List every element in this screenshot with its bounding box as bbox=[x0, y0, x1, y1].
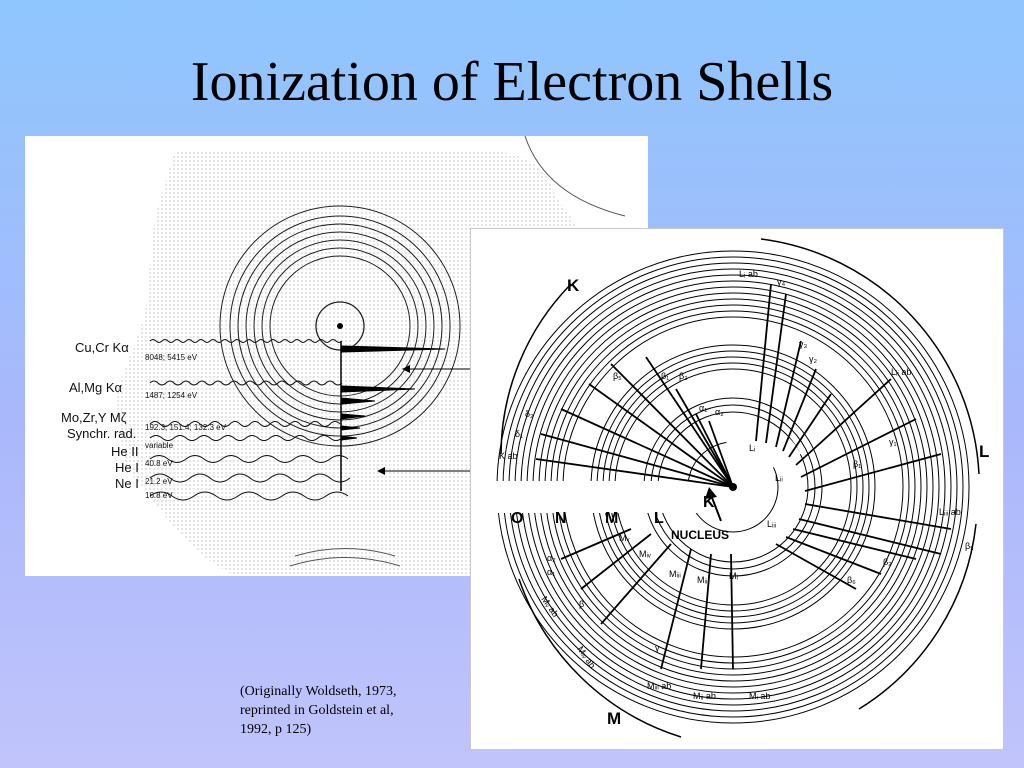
spectrum-peaks bbox=[340, 345, 446, 441]
source-label-synchrotron: Synchr. rad. bbox=[67, 426, 136, 441]
arrow-head-2 bbox=[377, 467, 385, 475]
k-line-delta2: δ₂ bbox=[525, 409, 534, 419]
lattice-arc-bottom bbox=[294, 548, 396, 557]
l-line-beta6: β₆ bbox=[847, 575, 856, 585]
nucleus-dot bbox=[337, 323, 343, 329]
inner-label-miii: Mᵢᵢᵢ bbox=[669, 569, 681, 579]
l-line-lii-ab: Lᵢᵢ ab bbox=[891, 367, 911, 377]
source-energy-mo-zr-y: 192.3; 151.4; 132.3 eV bbox=[145, 423, 227, 432]
m-line-mi-ab: Mᵢ ab bbox=[749, 691, 770, 701]
inner-cutout bbox=[723, 417, 801, 487]
subshell-gap bbox=[493, 481, 723, 513]
inner-label-mi: Mᵢ bbox=[729, 571, 738, 581]
m-line-alpha2: α₂ bbox=[547, 553, 556, 563]
source-label-he-ii: He II bbox=[111, 444, 138, 459]
k-line-beta3: β₃ bbox=[679, 371, 688, 381]
source-energy-synchrotron: variable bbox=[145, 441, 174, 450]
source-energy-he-ii: 40.8 eV bbox=[145, 459, 173, 468]
inner-label-lii: Lᵢᵢ bbox=[775, 473, 783, 483]
source-energy-cu-cr: 8048; 5415 eV bbox=[145, 353, 198, 362]
inner-label-li: Lᵢ bbox=[749, 443, 755, 453]
lattice-arc-top-right bbox=[524, 136, 626, 217]
shell-diagram: K L M O N M L K NUCLEUS Mᵥ Mᵢᵥ Mᵢᵢᵢ Mᵢᵢ … bbox=[493, 238, 989, 738]
m-line-beta: β bbox=[579, 599, 584, 609]
shell-brackets bbox=[500, 238, 980, 738]
l-line-li-ab: Lᵢ ab bbox=[739, 269, 758, 279]
subshell-label-m: M bbox=[605, 510, 618, 527]
lattice-arc-bottom-2 bbox=[289, 557, 401, 567]
shell-label-m: M bbox=[607, 709, 621, 728]
m-line-gamma: γ bbox=[655, 643, 660, 653]
inner-label-mv: Mᵥ bbox=[619, 533, 629, 543]
subshell-label-n: N bbox=[555, 510, 567, 527]
shell-label-k: K bbox=[567, 276, 580, 295]
m-line-alpha1: α₁ bbox=[547, 567, 555, 577]
nucleus-arrow-head bbox=[705, 487, 717, 499]
nucleus-arrow bbox=[710, 494, 722, 522]
l-line-gamma2: γ₂ bbox=[809, 354, 818, 364]
source-label-ne-i: Ne I bbox=[115, 476, 139, 491]
k-line-alpha1: α₁ bbox=[699, 403, 707, 413]
k-line-delta1: δ₁ bbox=[515, 429, 523, 439]
citation-caption: (Originally Woldseth, 1973, reprinted in… bbox=[240, 682, 460, 739]
source-label-mo-zr-y: Mo,Zr,Y Mζ bbox=[61, 410, 127, 425]
l-line-beta5: β₅ bbox=[965, 541, 974, 551]
k-line-beta5: β₅ bbox=[613, 371, 622, 381]
source-energy-ne-i: 16.8 eV bbox=[145, 491, 173, 500]
source-label-al-mg: Al,Mg Kα bbox=[69, 380, 123, 395]
arrow-head-1 bbox=[402, 365, 410, 373]
k-line-beta1: β₁ bbox=[661, 371, 669, 381]
inner-label-miv: Mᵢᵥ bbox=[639, 549, 651, 559]
caption-line-2: reprinted in Goldstein et al, bbox=[240, 703, 394, 718]
source-label-cu-cr: Cu,Cr Kα bbox=[75, 340, 129, 355]
atom-rings bbox=[219, 205, 461, 447]
l-line-gamma1: γ₁ bbox=[889, 437, 897, 447]
k-line-alpha2: α₂ bbox=[715, 407, 724, 417]
l-line-liii-ab: Lᵢᵢᵢ ab bbox=[939, 507, 961, 517]
nucleus-label: NUCLEUS bbox=[671, 528, 729, 542]
caption-line-1: (Originally Woldseth, 1973, bbox=[240, 684, 397, 699]
l-line-gamma3: γ₃ bbox=[799, 339, 808, 349]
nucleus-point bbox=[729, 483, 737, 491]
m-line-miii-ab: Mᵢᵢᵢ ab bbox=[647, 681, 671, 691]
transition-lines bbox=[535, 283, 952, 670]
subshell-label-l: L bbox=[654, 510, 664, 527]
inner-label-mii: Mᵢᵢ bbox=[697, 575, 707, 585]
l-line-gamma4: γ₄ bbox=[777, 277, 786, 287]
subshell-label-o: O bbox=[511, 510, 523, 527]
subshell-label-k: K bbox=[703, 494, 715, 511]
source-energy-he-i: 21.2 eV bbox=[145, 477, 173, 486]
m-line-mii-ab: Mᵢᵢ ab bbox=[693, 691, 716, 701]
l-line-beta2: β₂ bbox=[883, 557, 892, 567]
caption-line-3: 1992, p 125) bbox=[240, 722, 312, 737]
source-label-he-i: He I bbox=[115, 460, 139, 475]
shell-label-l: L bbox=[979, 442, 989, 461]
inner-label-liii: Lᵢᵢᵢ bbox=[767, 519, 776, 529]
l-line-beta1: β₁ bbox=[853, 459, 861, 469]
slide-title: Ionization of Electron Shells bbox=[190, 51, 834, 113]
shell-transition-figure: K L M O N M L K NUCLEUS Mᵥ Mᵢᵥ Mᵢᵢᵢ Mᵢᵢ … bbox=[470, 228, 1004, 750]
k-line-k-ab: K ab bbox=[499, 451, 518, 461]
source-waves bbox=[149, 339, 351, 501]
source-energy-al-mg: 1487; 1254 eV bbox=[145, 391, 198, 400]
